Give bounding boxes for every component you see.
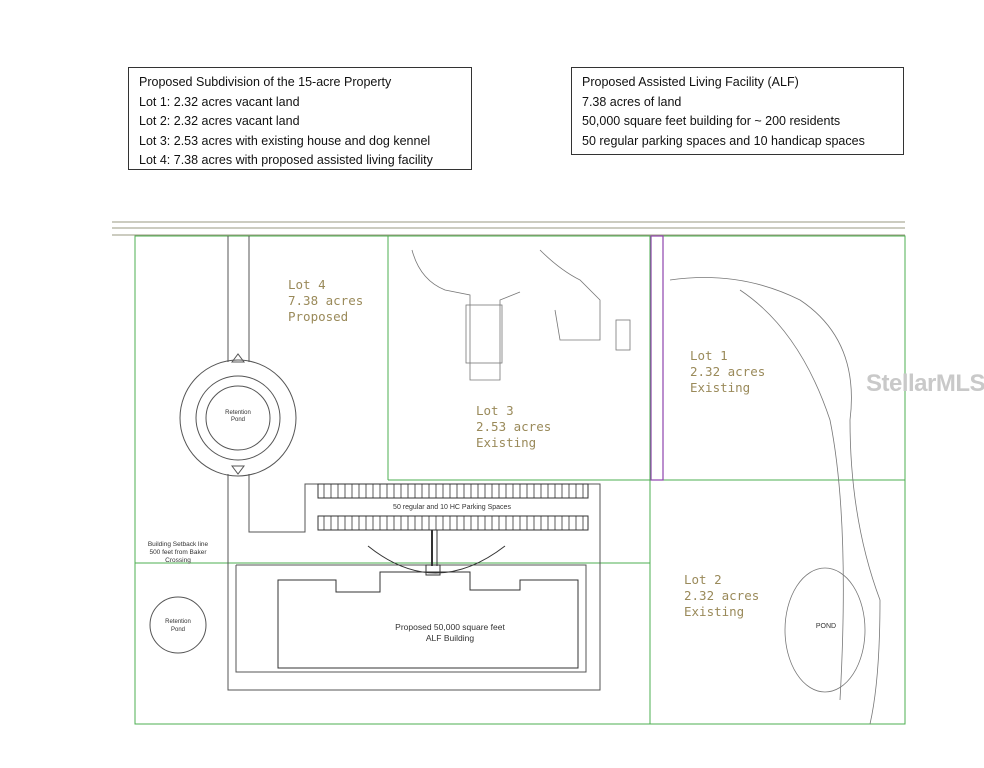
subdivision-summary-box: Proposed Subdivision of the 15-acre Prop… (128, 67, 472, 170)
lot4-label-3: Proposed (288, 309, 348, 324)
top-road (112, 221, 905, 236)
setback-label-1: Building Setback line (148, 541, 209, 548)
subdivision-line-lot1: Lot 1: 2.32 acres vacant land (139, 94, 300, 109)
alf-title: Proposed Assisted Living Facility (ALF) (582, 75, 799, 89)
lot1-label-2: 2.32 acres (690, 364, 765, 379)
retention-pond-top-label-2: Pond (231, 417, 245, 423)
retention-pond-bottom-label-1: Retention (165, 619, 191, 625)
retention-pond-bottom-label-2: Pond (171, 627, 185, 633)
lot1-label-1: Lot 1 (690, 348, 728, 363)
retention-pond-bottom (149, 596, 207, 654)
parking-label: 50 regular and 10 HC Parking Spaces (393, 504, 511, 511)
subdivision-line-lot3: Lot 3: 2.53 acres with existing house an… (139, 133, 431, 148)
existing-house-sketch (411, 249, 631, 381)
property-lines (134, 235, 906, 725)
stellarmls-watermark: StellarMLS (866, 370, 984, 397)
lot2-label-2: 2.32 acres (684, 588, 759, 603)
alf-line-parking: 50 regular parking spaces and 10 handica… (582, 133, 865, 148)
retention-pond-top-label-1: Retention (225, 410, 251, 416)
driveway (179, 236, 601, 691)
subdivision-title: Proposed Subdivision of the 15-acre Prop… (139, 75, 392, 89)
lot4-label-1: Lot 4 (288, 277, 326, 292)
alf-summary-box: Proposed Assisted Living Facility (ALF) … (571, 67, 904, 155)
pond-label: POND (816, 623, 836, 630)
lot3-label-3: Existing (476, 435, 536, 450)
building-label-2: ALF Building (426, 633, 474, 643)
easement-strip (650, 235, 664, 481)
lot2-label-1: Lot 2 (684, 572, 722, 587)
lot1-label-3: Existing (690, 380, 750, 395)
parking-rows (317, 483, 589, 531)
setback-label-2: 500 feet from Baker (149, 549, 207, 556)
building-label-1: Proposed 50,000 square feet (395, 622, 505, 632)
subdivision-line-lot2: Lot 2: 2.32 acres vacant land (139, 114, 300, 128)
setback-label-3: Crossing (165, 557, 191, 564)
alf-line-land: 7.38 acres of land (582, 94, 682, 109)
alf-building (277, 571, 579, 669)
entrance (367, 530, 506, 576)
lot2-label-3: Existing (684, 604, 744, 619)
parking-stalls (323, 484, 584, 530)
lot3-label-1: Lot 3 (476, 403, 514, 418)
lot3-label-2: 2.53 acres (476, 419, 551, 434)
lot4-label-2: 7.38 acres (288, 293, 363, 308)
subdivision-line-lot4: Lot 4: 7.38 acres with proposed assisted… (139, 153, 433, 167)
alf-line-building: 50,000 square feet building for ~ 200 re… (582, 114, 841, 128)
trail-sketch (669, 277, 881, 725)
